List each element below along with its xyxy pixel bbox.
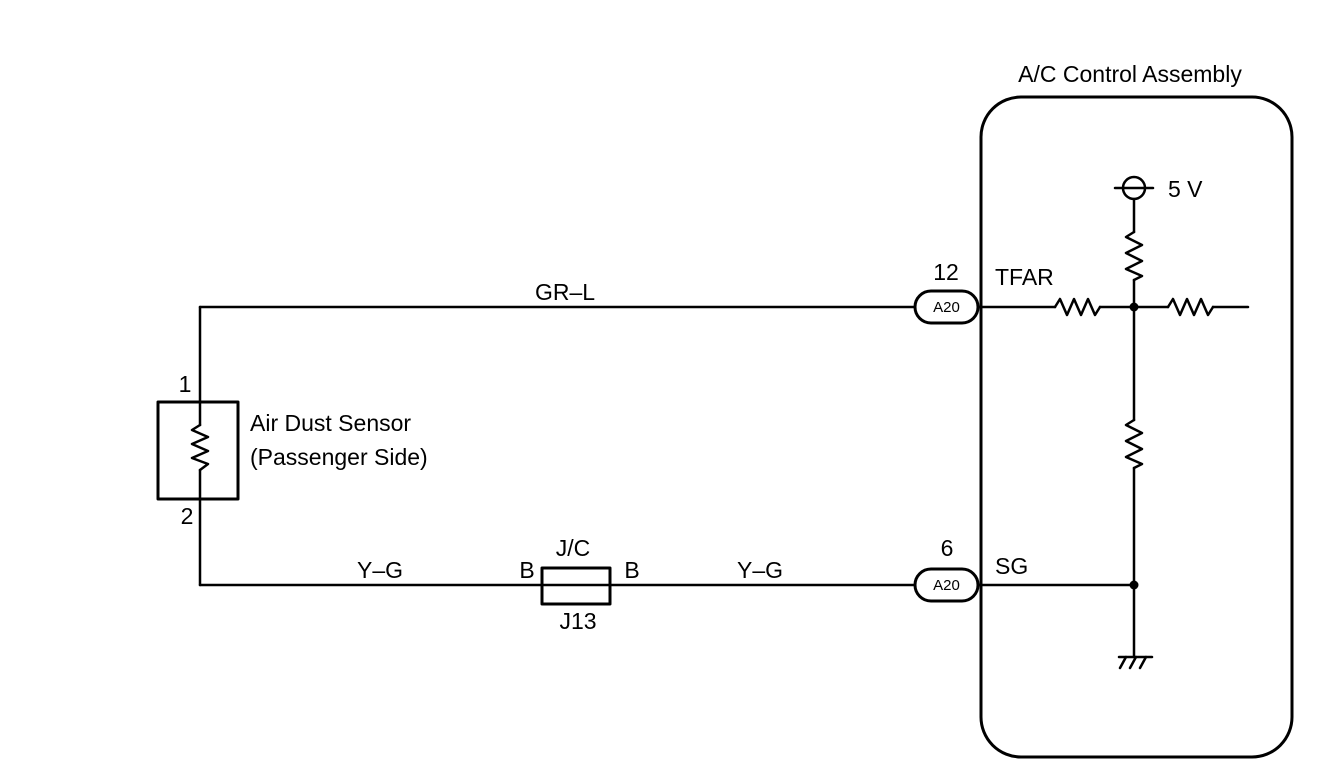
control-assembly-box (979, 95, 1294, 759)
supply-terminal-icon (1113, 175, 1155, 201)
junction-block-icon (540, 566, 612, 606)
sensor-name: Air Dust Sensor (250, 410, 411, 436)
control-assembly-title: A/C Control Assembly (1018, 61, 1242, 87)
sensor-pin-2: 2 (181, 503, 194, 529)
supply-voltage-label: 5 V (1168, 176, 1203, 202)
sensor-pin-1: 1 (179, 371, 192, 397)
sensor-resistor-icon (190, 423, 210, 472)
junction-pin-right: B (624, 557, 639, 583)
ground-icon (1117, 655, 1154, 670)
sensor-side: (Passenger Side) (250, 444, 428, 470)
divider-resistor-icon (1124, 418, 1144, 470)
input-resistor-icon (1053, 297, 1102, 317)
junction-id: J13 (559, 608, 596, 634)
junction-label: J/C (556, 535, 591, 561)
pullup-resistor-icon (1124, 230, 1144, 282)
connector-bottom-id: A20 (933, 577, 960, 594)
sensor-box (156, 400, 240, 501)
wire-gr-l-label: GR–L (535, 279, 595, 305)
wire-y-g-right-label: Y–G (737, 557, 783, 583)
wire-y-g-left-label: Y–G (357, 557, 403, 583)
terminal-tfar-label: TFAR (995, 264, 1054, 290)
junction-pin-left: B (519, 557, 534, 583)
connector-top-id: A20 (933, 299, 960, 316)
connector-bottom-pin: 6 (941, 535, 954, 561)
connector-top-pin: 12 (933, 259, 959, 285)
output-resistor-icon (1166, 297, 1215, 317)
terminal-sg-label: SG (995, 553, 1028, 579)
